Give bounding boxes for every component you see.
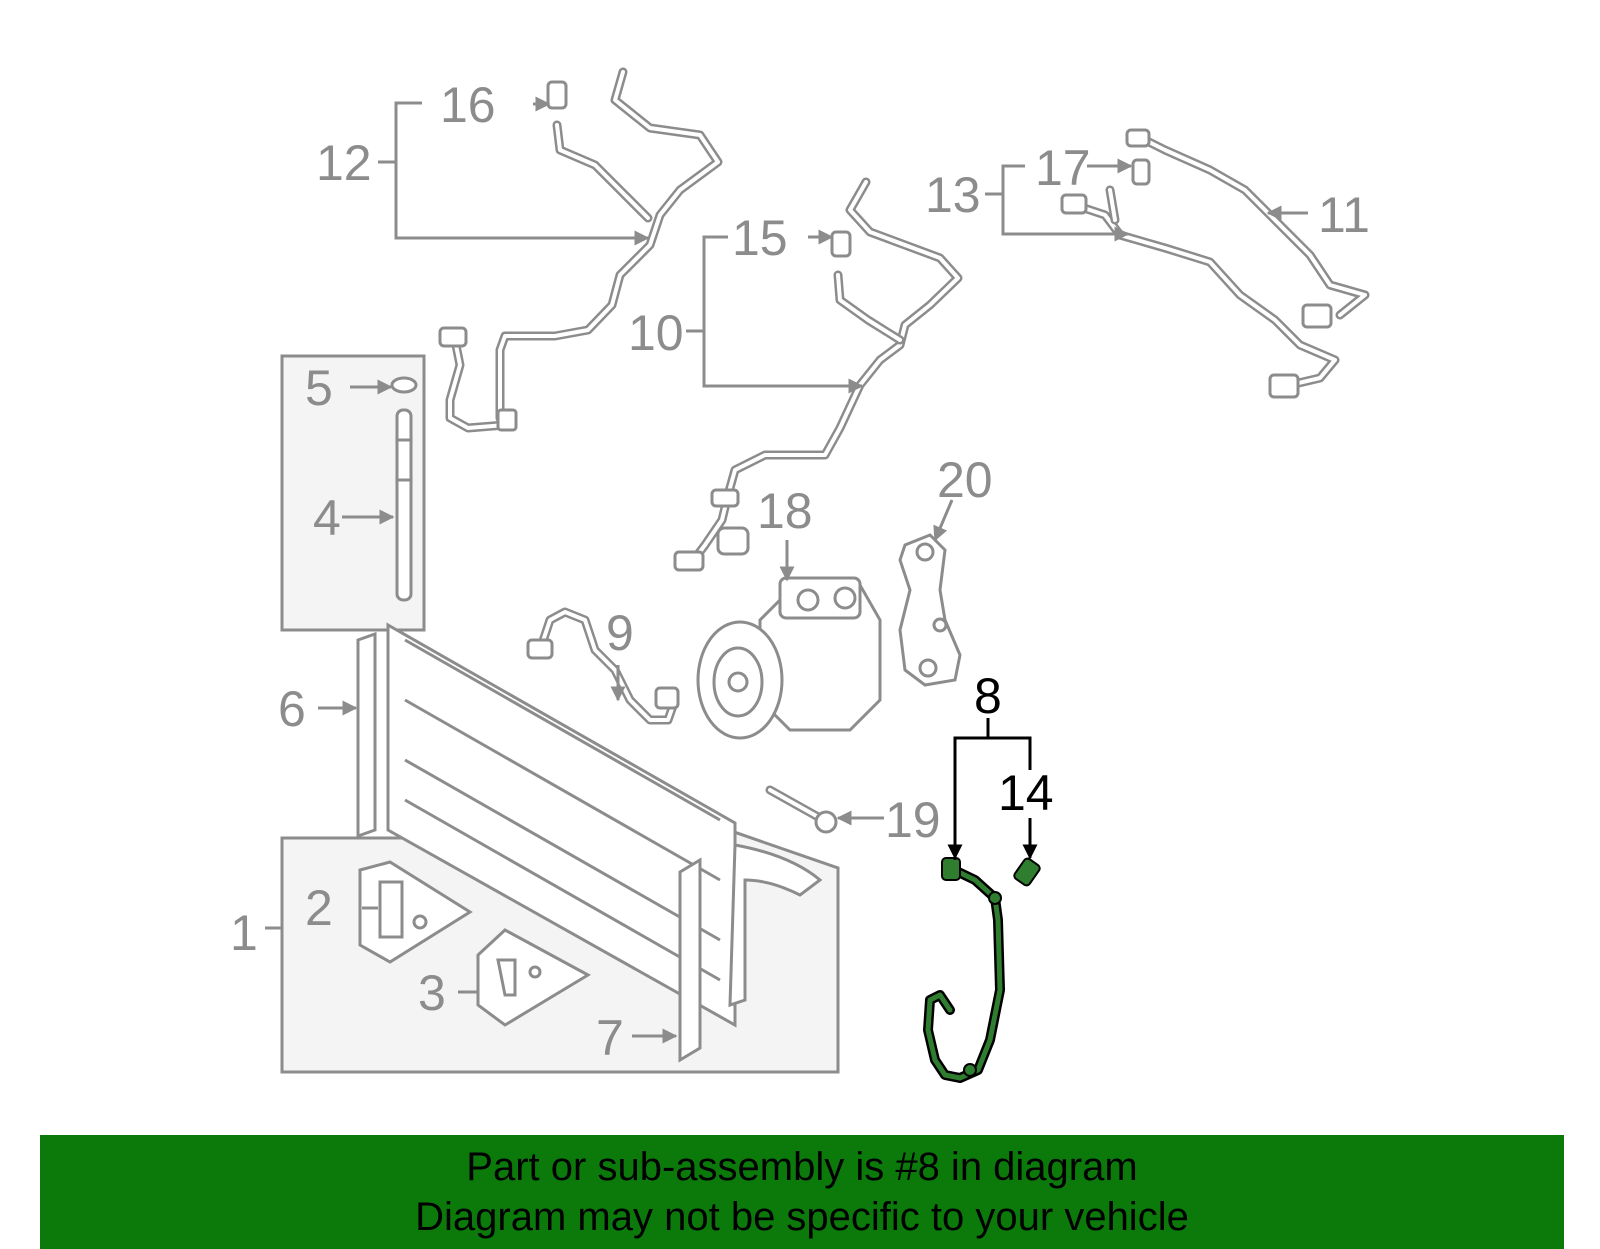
pressure-line-12 xyxy=(438,67,723,433)
label-8: 8 xyxy=(974,668,1002,724)
bracket-2 xyxy=(378,880,404,939)
label-4: 4 xyxy=(313,490,341,546)
leader-lines xyxy=(265,96,1308,1044)
label-12: 12 xyxy=(316,135,372,191)
label-6: 6 xyxy=(278,681,306,737)
label-15: 15 xyxy=(732,210,788,266)
label-7: 7 xyxy=(596,1010,624,1066)
label-13: 13 xyxy=(925,167,981,223)
drier-cartridge-4 xyxy=(395,408,413,602)
label-10: 10 xyxy=(628,305,684,361)
o-ring-14 xyxy=(1013,857,1041,887)
label-16: 16 xyxy=(440,77,496,133)
seal-strip-7 xyxy=(678,857,702,1063)
label-1: 1 xyxy=(230,905,258,961)
callout-labels: 1 2 3 4 5 6 7 8 9 10 11 12 13 14 15 16 1… xyxy=(230,77,1370,1066)
bracket-3 xyxy=(496,958,517,997)
condenser-core xyxy=(386,622,737,1028)
drier-group xyxy=(280,354,426,632)
info-banner: Part or sub-assembly is #8 in diagram Di… xyxy=(40,1135,1564,1249)
label-2: 2 xyxy=(305,880,333,936)
leader-lines-highlight xyxy=(947,718,1038,860)
highlighted-hose-8 xyxy=(923,857,1041,1083)
bracket-20 xyxy=(898,533,962,687)
label-19: 19 xyxy=(885,792,941,848)
label-14: 14 xyxy=(998,765,1054,821)
cap-5 xyxy=(390,376,418,394)
label-17: 17 xyxy=(1035,140,1091,196)
banner-line-1: Part or sub-assembly is #8 in diagram xyxy=(466,1145,1138,1189)
label-9: 9 xyxy=(606,605,634,661)
label-18: 18 xyxy=(757,483,813,539)
pressure-line-10 xyxy=(673,177,963,572)
sensor-15 xyxy=(830,230,852,258)
label-5: 5 xyxy=(305,360,333,416)
label-3: 3 xyxy=(418,965,446,1021)
label-11: 11 xyxy=(1318,187,1370,243)
label-20: 20 xyxy=(937,452,993,508)
hose-9 xyxy=(526,607,680,725)
banner-line-2: Diagram may not be specific to your vehi… xyxy=(415,1195,1189,1239)
pressure-lines-11-13 xyxy=(1060,128,1370,399)
sensor-17 xyxy=(1131,158,1151,186)
condenser-group xyxy=(280,622,840,1074)
compressor-18 xyxy=(696,576,882,740)
seal-strip-6 xyxy=(356,631,377,839)
bolt-19 xyxy=(765,785,838,834)
sensor-16 xyxy=(546,80,568,110)
hose-fitting-8 xyxy=(941,857,961,881)
